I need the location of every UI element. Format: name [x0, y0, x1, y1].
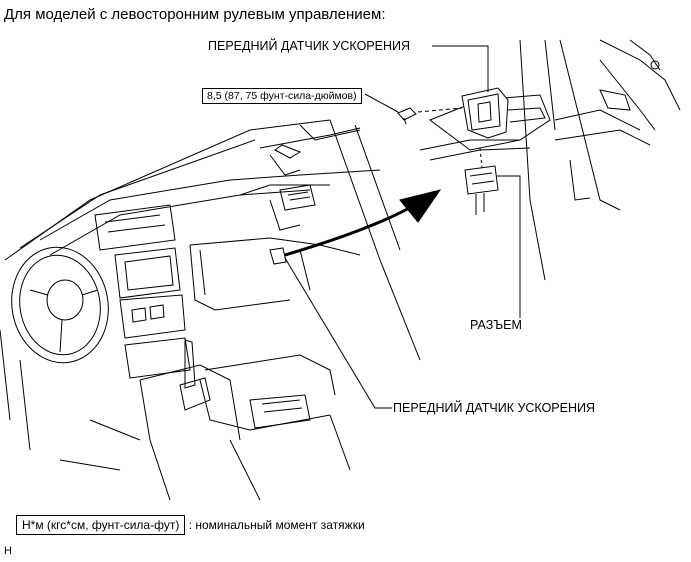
- front-accel-sensor-label-bottom: ПЕРЕДНИЙ ДАТЧИК УСКОРЕНИЯ: [393, 401, 596, 415]
- front-accel-sensor-label-top: ПЕРЕДНИЙ ДАТЧИК УСКОРЕНИЯ: [208, 39, 411, 53]
- legend: Н*м (кгс*см, фунт-сила-фут) : номинальны…: [16, 515, 365, 535]
- torque-legend-description: : номинальный момент затяжки: [188, 518, 365, 532]
- torque-unit-box: Н*м (кгс*см, фунт-сила-фут): [16, 515, 186, 535]
- page-title: Для моделей с левосторонним рулевым упра…: [4, 6, 386, 23]
- footer-code: H: [4, 545, 12, 557]
- connector-label: РАЗЪЕМ: [470, 318, 522, 332]
- torque-spec-box: 8,5 (87, 75 фунт-сила-дюймов): [202, 88, 362, 104]
